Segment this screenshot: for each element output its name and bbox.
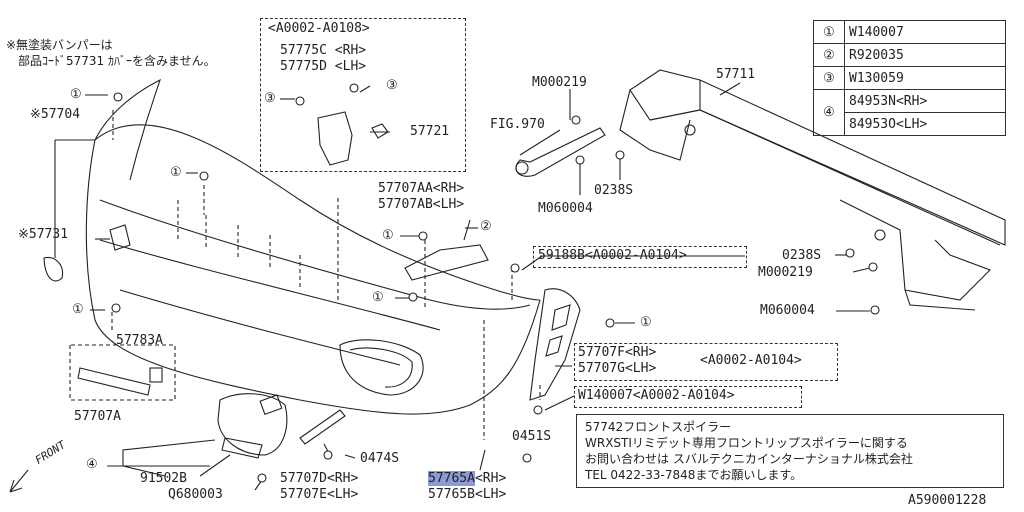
dashed-box-57707f xyxy=(574,343,838,381)
diagram-id: A590001228 xyxy=(908,493,987,508)
callout-1: ① xyxy=(70,87,82,102)
leader-lines xyxy=(54,82,871,491)
legend-part: 84953N<RH> xyxy=(844,89,1006,113)
callout-1: ① xyxy=(372,290,384,305)
bumper-note-line2: 部品ｺｰﾄﾞ57731 ｶﾊﾞｰを含みません。 xyxy=(18,54,216,68)
label-57704: ※57704 xyxy=(30,107,81,122)
legend-row: ③ W130059 xyxy=(813,66,1006,90)
tow-hook-drawing xyxy=(515,127,606,177)
label-57711: 57711 xyxy=(716,67,756,82)
label-57775c: 57775C <RH> xyxy=(280,43,367,58)
label-m000219-top: M000219 xyxy=(532,75,587,90)
note-line2: WRXSTIリミデット専用フロントリップスポイラーに関する xyxy=(585,436,908,450)
side-bracket-drawing xyxy=(529,288,581,401)
label-m000219-right: M000219 xyxy=(758,265,813,280)
bracket-57707a xyxy=(77,367,163,396)
label-w140007: W140007<A0002-A0104> xyxy=(578,388,735,403)
dashed-box-w140007 xyxy=(574,386,802,408)
label-57707a: 57707A xyxy=(74,409,121,424)
legend-row: 84953O<LH> xyxy=(814,112,1006,136)
legend-row: ④ 84953N<RH> xyxy=(813,89,1006,136)
spoiler-note-box: 57742フロントスポイラー WRXSTIリミデット専用フロントリップスポイラー… xyxy=(576,414,1004,488)
legend-row: ① W140007 xyxy=(813,20,1006,44)
label-57765a-rh: <RH> xyxy=(474,471,507,486)
legend-part: R920035 xyxy=(844,43,1006,67)
bumper-note-line1: ※無塗装バンパーは xyxy=(6,38,113,52)
note-line4: TEL 0422-33-7848までお願いします。 xyxy=(585,468,803,482)
legend-part: W130059 xyxy=(844,66,1006,90)
callout-3: ③ xyxy=(386,78,398,93)
bumper-cover-drawing xyxy=(43,78,541,415)
label-m060004-top: M060004 xyxy=(538,201,593,216)
label-57707aa: 57707AA<RH> xyxy=(378,181,465,196)
legend-part: W140007 xyxy=(844,20,1006,44)
bracket-57707aa-drawing xyxy=(404,244,489,281)
leader-dashes xyxy=(69,110,541,440)
legend-row: ② R920035 xyxy=(813,43,1006,67)
reinforcement-beam-drawing xyxy=(619,69,1006,311)
legend-num: ② xyxy=(823,47,835,63)
label-57765b: 57765B<LH> xyxy=(428,487,507,502)
label-0474s: 0474S xyxy=(360,451,400,466)
legend-num: ③ xyxy=(823,70,835,86)
callout-1: ① xyxy=(170,165,182,180)
bracket-57707d-drawing xyxy=(299,409,346,445)
note-line3: お問い合わせは スバルテクニカインターナショナル株式会社 xyxy=(585,452,913,466)
legend-table: ① W140007 ② R920035 ③ W130059 ④ 84953N<RH> 8… xyxy=(813,20,1006,136)
label-57707ab: 57707AB<LH> xyxy=(378,197,465,212)
label-57707d: 57707D<RH> xyxy=(280,471,359,486)
upper-bracket-group-box xyxy=(260,18,466,172)
label-fig970: FIG.970 xyxy=(490,117,545,132)
callout-1: ① xyxy=(382,228,394,243)
label-a-range: <A0002-A0108> xyxy=(268,21,370,36)
label-57707e: 57707E<LH> xyxy=(280,487,359,502)
legend-num: ① xyxy=(823,24,835,40)
dashed-box-59188b xyxy=(533,246,747,268)
label-q680003: Q680003 xyxy=(168,487,223,502)
callout-1: ① xyxy=(72,302,84,317)
label-57765a-highlight: 57765A xyxy=(428,471,475,486)
label-m060004-right: M060004 xyxy=(760,303,815,318)
label-0238s-right: 0238S xyxy=(782,248,822,263)
label-57707f-range: <A0002-A0104> xyxy=(700,353,802,368)
label-57775d: 57775D <LH> xyxy=(280,59,367,74)
legend-num: ④ xyxy=(823,105,835,120)
label-57707g: 57707G<LH> xyxy=(578,361,657,376)
callout-4: ④ xyxy=(86,457,98,472)
note-line1: 57742フロントスポイラー xyxy=(585,420,732,434)
label-57731: ※57731 xyxy=(18,227,69,242)
callout-1: ① xyxy=(640,315,652,330)
label-57765a: 57765A<RH> xyxy=(428,471,507,486)
fog-cover-drawing xyxy=(217,393,288,459)
label-59188b: 59188B<A0002-A0104> xyxy=(538,248,687,263)
label-0451s: 0451S xyxy=(512,429,552,444)
label-91502b: 91502B xyxy=(140,471,187,486)
front-arrow xyxy=(9,469,29,493)
label-57783a: 57783A xyxy=(116,333,163,348)
fastener-marks xyxy=(111,83,880,483)
label-57707f: 57707F<RH> xyxy=(578,345,657,360)
label-57721: 57721 xyxy=(410,124,450,139)
label-0238s-top: 0238S xyxy=(594,183,634,198)
callout-2: ② xyxy=(480,219,492,234)
legend-part-2: 84953O<LH> xyxy=(844,112,1006,136)
callout-3: ③ xyxy=(264,91,276,106)
